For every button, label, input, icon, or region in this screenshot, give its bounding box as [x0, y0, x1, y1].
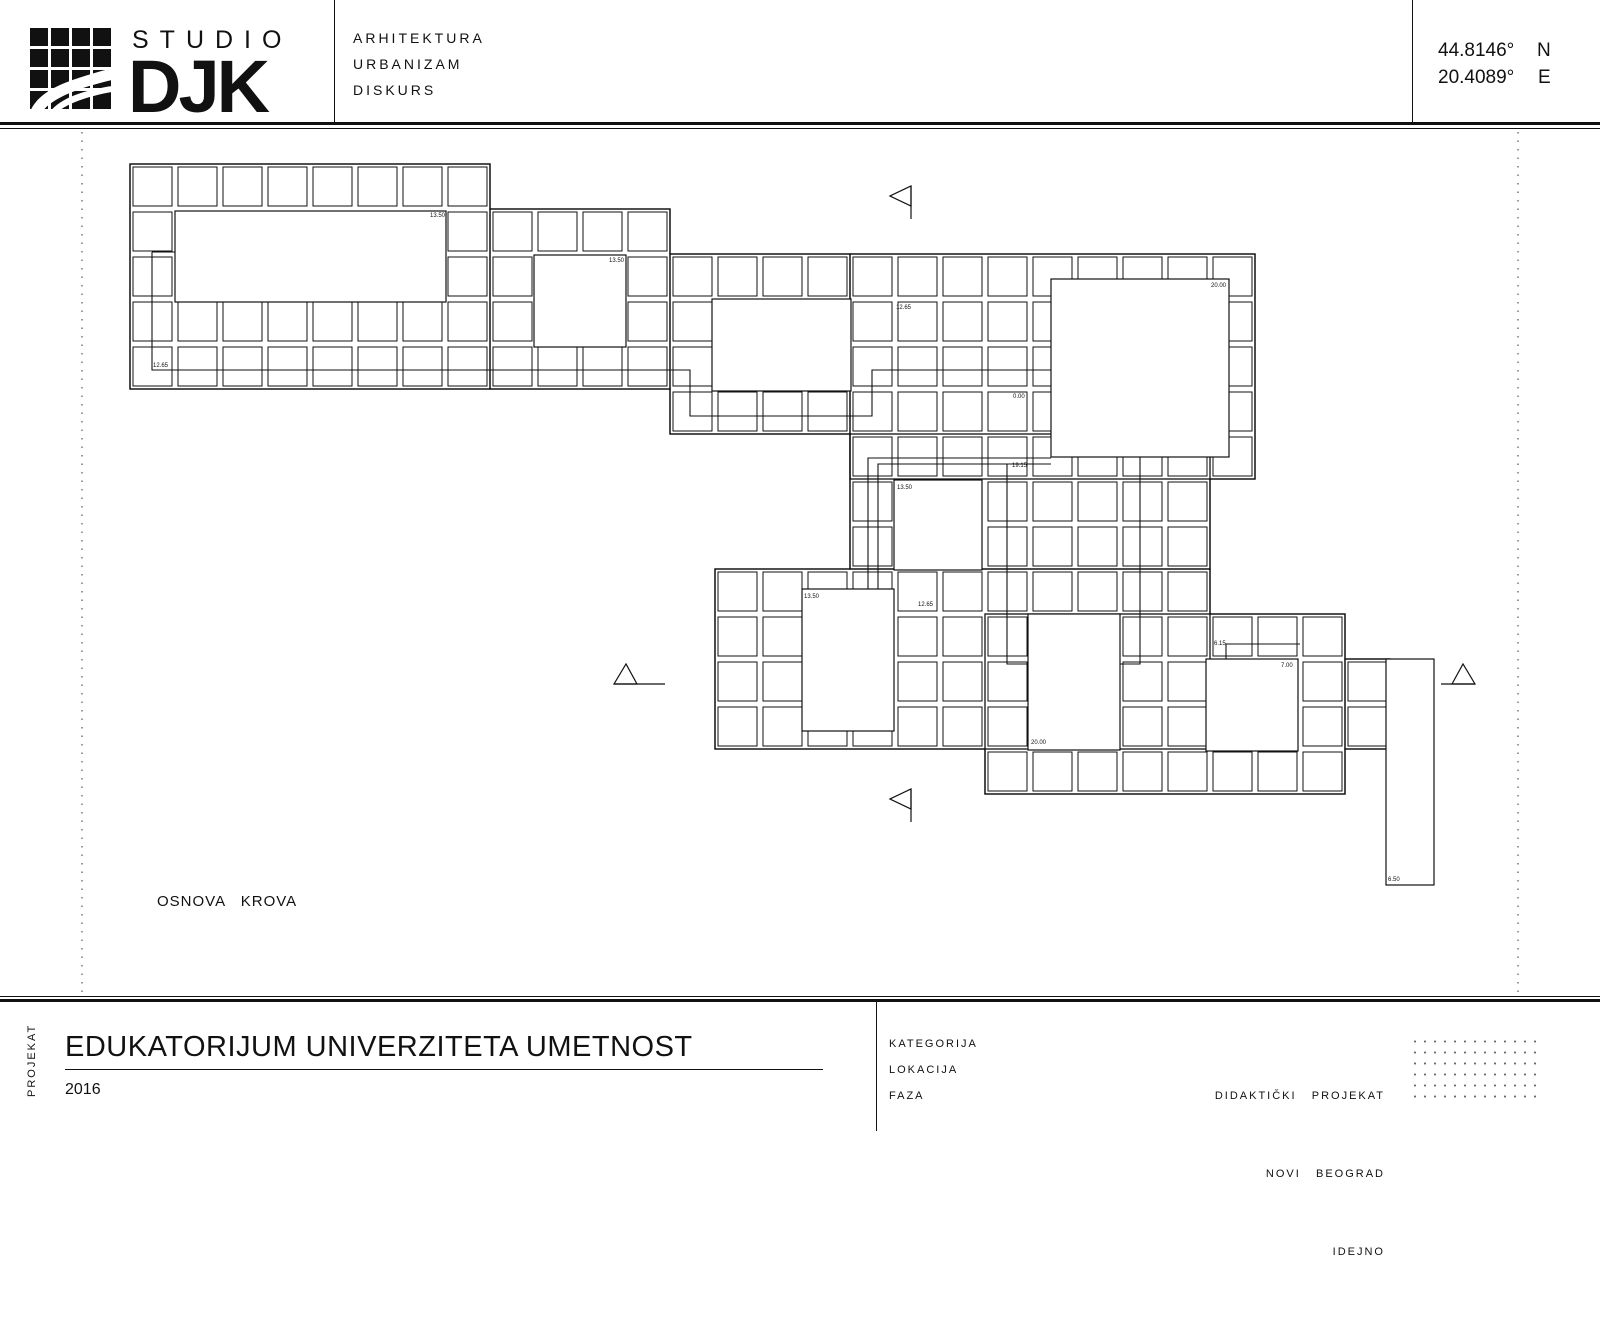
level-label: 0.00 — [1013, 394, 1025, 400]
field-value: DIDAKTIČKI PROJEKAT — [1214, 1090, 1385, 1102]
project-title: EDUKATORIJUM UNIVERZITETA UMETNOST — [65, 1031, 693, 1063]
field-label: FAZA — [889, 1090, 925, 1102]
roof-volumes — [174, 210, 1435, 886]
field-label: KATEGORIJA — [889, 1038, 978, 1050]
coordinates: 44.8146° N 20.4089° E — [1438, 37, 1558, 91]
section-marker-icon — [888, 788, 912, 822]
drawing-title: OSNOVA KROVA — [157, 893, 298, 910]
level-label: 12.65 — [896, 305, 912, 311]
discipline-item: DISKURS — [353, 82, 437, 98]
level-label: 12.65 — [153, 363, 169, 369]
level-label: 20.00 — [1211, 283, 1227, 289]
field-value: NOVI BEOGRAD — [1265, 1168, 1385, 1180]
level-label: 13.50 — [430, 213, 446, 219]
level-labels: 13.50 13.50 12.65 20.00 12.65 0.00 19.15… — [153, 213, 1400, 883]
project-year: 2016 — [65, 1081, 101, 1098]
level-label: 13.50 — [609, 258, 625, 264]
coordinate-row: 20.4089° E — [1438, 64, 1558, 91]
header-divider — [1412, 0, 1413, 124]
header-divider — [334, 0, 335, 124]
title-underline — [65, 1069, 823, 1070]
field-value: IDEJNO — [1332, 1246, 1385, 1258]
level-label: 6.15 — [1214, 641, 1226, 647]
roof-plan-drawing: 13.50 13.50 12.65 20.00 12.65 0.00 19.15… — [81, 132, 1519, 992]
header-rule-thin — [0, 128, 1600, 129]
longitude-value: 20.4089° — [1438, 67, 1515, 88]
footer-rule — [0, 999, 1600, 1002]
logo-studio-text: STUDIO — [132, 26, 293, 54]
logo-brand-text: DJK — [128, 45, 270, 128]
level-label: 13.50 — [804, 594, 820, 600]
field-values: DIDAKTIČKI PROJEKAT NOVI BEOGRAD IDEJNO — [1130, 1031, 1385, 1317]
field-label: LOKACIJA — [889, 1064, 959, 1076]
section-marker-icon — [612, 662, 665, 685]
level-label: 6.50 — [1388, 877, 1400, 883]
logo-grid-icon — [30, 28, 112, 112]
section-markers — [612, 185, 1477, 822]
connector-lines — [151, 251, 1300, 665]
section-label: PROJEKAT — [26, 1023, 38, 1097]
field-labels: KATEGORIJA LOKACIJA FAZA — [889, 1031, 978, 1109]
level-label: 19.15 — [1012, 463, 1028, 469]
coordinate-row: 44.8146° N — [1438, 37, 1558, 64]
footer-divider — [876, 1002, 877, 1131]
discipline-item: ARHITEKTURA — [353, 30, 485, 46]
discipline-item: URBANIZAM — [353, 56, 463, 72]
level-label: 7.00 — [1281, 663, 1293, 669]
section-marker-icon — [1441, 662, 1477, 685]
latitude-dir: N — [1537, 40, 1551, 61]
discipline-list: ARHITEKTURA URBANIZAM DISKURS — [353, 25, 485, 103]
header-rule — [0, 122, 1600, 125]
level-label: 12.65 — [918, 602, 934, 608]
dot-pattern — [1410, 1036, 1540, 1100]
level-label: 13.50 — [897, 485, 913, 491]
level-label: 20.00 — [1031, 740, 1047, 746]
longitude-dir: E — [1538, 67, 1551, 88]
studio-logo: STUDIO DJK — [30, 26, 293, 124]
latitude-value: 44.8146° — [1438, 40, 1515, 61]
section-marker-icon — [888, 185, 912, 219]
footer-rule-thin — [0, 996, 1600, 997]
